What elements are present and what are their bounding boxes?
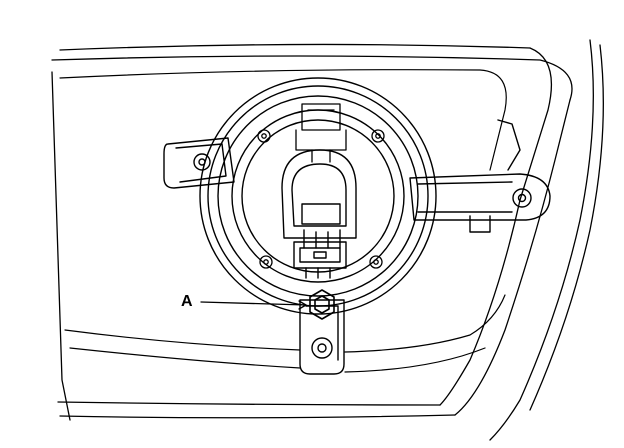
retainer-screws — [257, 129, 385, 269]
lower-mounting-bracket — [299, 299, 345, 375]
left-mounting-bracket — [163, 137, 235, 189]
retainer-screw-icon — [259, 255, 273, 269]
aim-adjust-bolt-icon — [311, 337, 333, 359]
retainer-screw-icon — [369, 255, 383, 269]
callout-label-a: A — [181, 293, 193, 310]
callout-leader-a — [200, 300, 307, 310]
bumper-panel-outline — [51, 39, 604, 441]
fog-lamp-mounting-bolt — [309, 289, 335, 320]
retainer-screw-icon — [371, 129, 385, 143]
retainer-screw-icon — [257, 129, 271, 143]
bracket-bolt-icon — [193, 153, 211, 171]
bracket-bolt-icon — [512, 188, 532, 208]
bulb-connector — [293, 241, 347, 279]
lamp-housing-recess — [59, 69, 507, 373]
right-mounting-bracket — [409, 119, 551, 233]
bulb-holder — [281, 149, 357, 249]
